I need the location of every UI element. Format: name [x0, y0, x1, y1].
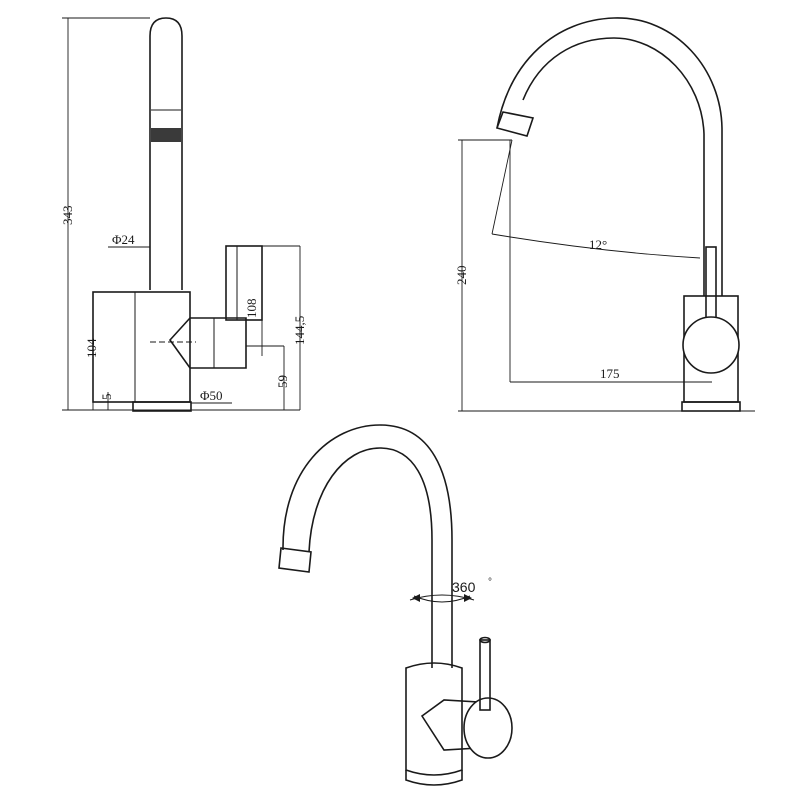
- iso-rotation-arrow-right: [464, 594, 472, 602]
- front-spout-inner: [522, 37, 705, 296]
- iso-spout-outer: [282, 424, 453, 668]
- iso-handle-knob: [463, 697, 513, 759]
- front-base-ring: [681, 401, 741, 412]
- dim-175-label: 175: [600, 366, 620, 381]
- front-spout-tip: [495, 111, 535, 137]
- side-handle-cartridge: [168, 317, 247, 369]
- iso-handle-lever: [479, 639, 491, 711]
- dim-343-label: 343: [60, 206, 75, 226]
- iso-base-ring: [405, 770, 463, 786]
- side-spout-tube: [149, 17, 183, 290]
- dim-144-label: 144,5: [292, 316, 307, 345]
- front-spout-outer: [496, 17, 723, 296]
- dim-phi50-label: Φ50: [200, 388, 223, 403]
- dim-240-label: 240: [454, 266, 469, 286]
- iso-rotation-degree: °: [488, 577, 492, 588]
- side-aerator: [151, 128, 181, 142]
- dim-5-label: 5: [99, 394, 114, 401]
- dim-angle-label: 12°: [589, 237, 607, 252]
- front-handle-knob: [682, 316, 740, 374]
- dim-59-label: 59: [275, 375, 290, 388]
- dim-104-label: 104: [84, 338, 99, 358]
- dim-angle-ray: [491, 139, 513, 235]
- iso-spout-tip: [278, 547, 312, 573]
- dim-phi24-label: Φ24: [112, 232, 135, 247]
- iso-lever-cap: [479, 636, 491, 644]
- front-handle-stem: [705, 246, 717, 320]
- iso-spout-inner: [308, 447, 433, 668]
- iso-view: 360 °: [278, 424, 513, 786]
- side-view: 343 Φ24 108 144,5 104 59 5 Φ50: [60, 17, 307, 412]
- side-base-ring: [132, 401, 192, 412]
- iso-rotation-arrow-left: [412, 594, 420, 602]
- dim-angle-arc: [491, 233, 701, 259]
- dim-108-label: 108: [244, 299, 259, 319]
- front-view: 240 12° 175: [454, 17, 755, 412]
- iso-rotation-label: 360: [452, 579, 476, 595]
- iso-body: [405, 662, 463, 776]
